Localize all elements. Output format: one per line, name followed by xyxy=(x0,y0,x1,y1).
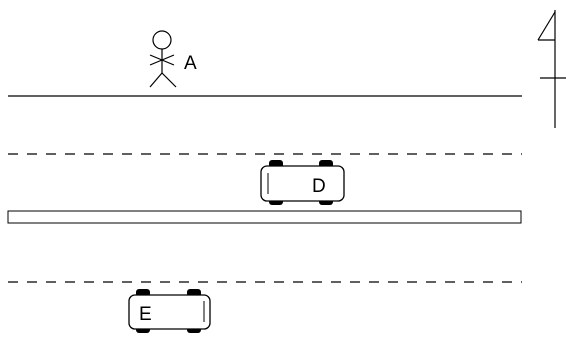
car-d-label: D xyxy=(312,176,326,197)
car-d xyxy=(260,160,345,205)
median-strip xyxy=(7,210,522,224)
car-e-label: E xyxy=(139,304,152,325)
car-body xyxy=(260,165,345,202)
pedestrian-label: A xyxy=(184,53,197,74)
stick-figure-icon xyxy=(149,30,177,88)
car-e xyxy=(128,289,211,333)
north-arrow-icon xyxy=(537,10,566,128)
car-body xyxy=(128,294,211,330)
